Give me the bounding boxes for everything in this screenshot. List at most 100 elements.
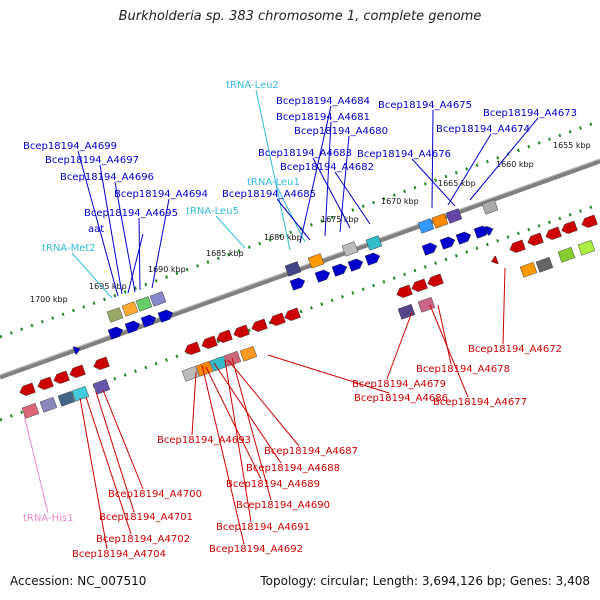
reverse-gene-label: Bcep18194_A4692 xyxy=(209,544,303,555)
gene-block xyxy=(121,301,139,317)
reverse-gene-arrow xyxy=(233,324,250,338)
tick-label: 1685 kbp xyxy=(206,249,244,258)
leader-line xyxy=(77,150,119,297)
leader-line xyxy=(386,311,413,380)
gene-shape xyxy=(417,218,435,234)
leader-line xyxy=(114,181,136,293)
leader-line xyxy=(231,357,272,501)
gene-shape xyxy=(53,370,70,384)
reverse-gene-arrow xyxy=(201,335,218,349)
forward-gene-label: Bcep18194_A4695 xyxy=(84,208,178,219)
forward-gene-label: tRNA-Leu2 xyxy=(226,80,279,91)
reverse-gene-label: Bcep18194_A4678 xyxy=(416,364,510,375)
reverse-gene-arrow xyxy=(93,356,110,370)
forward-gene-label: Bcep18194_A4676 xyxy=(357,149,451,160)
forward-gene-arrow xyxy=(289,277,306,291)
gene-shape xyxy=(209,355,228,372)
tick-label: 1690 kbp xyxy=(148,265,186,274)
tick-label: 1700 kbp xyxy=(30,295,68,304)
topology-text: Topology: circular; Length: 3,694,126 bp… xyxy=(260,574,590,588)
reverse-gene-label: Bcep18194_A4686 xyxy=(354,393,448,404)
gene-shape xyxy=(439,236,456,250)
forward-gene-label: tRNA-Leu5 xyxy=(186,206,239,217)
forward-gene-label: Bcep18194_A4681 xyxy=(276,112,370,123)
gene-shape xyxy=(307,253,325,269)
gene-shape xyxy=(233,324,250,338)
leader-line xyxy=(469,117,539,201)
leader-line xyxy=(334,171,371,225)
gene-shape xyxy=(107,326,124,340)
forward-gene-arrow xyxy=(364,252,381,266)
forward-gene-arrow xyxy=(107,326,124,340)
leader-line xyxy=(447,133,492,206)
gene-shape xyxy=(106,307,124,323)
gene-block xyxy=(365,235,383,251)
gene-shape xyxy=(289,277,306,291)
forward-gene-label: Bcep18194_A4694 xyxy=(114,189,208,200)
gene-shape xyxy=(491,255,499,265)
forward-gene-label: tRNA-Met2 xyxy=(42,243,96,254)
reverse-gene-arrow xyxy=(53,370,70,384)
gene-block xyxy=(21,402,40,419)
gene-shape xyxy=(331,263,348,277)
reverse-gene-arrow xyxy=(527,232,544,246)
leader-line xyxy=(437,304,452,365)
backbone-highlight xyxy=(0,158,600,376)
gene-block xyxy=(181,365,200,382)
gene-block xyxy=(481,199,499,215)
reverse-gene-arrow xyxy=(545,226,562,240)
gene-shape xyxy=(181,365,200,382)
gene-shape xyxy=(561,220,578,234)
gene-shape xyxy=(421,242,438,256)
gene-block xyxy=(284,261,302,277)
gene-shape xyxy=(364,252,381,266)
gene-block xyxy=(519,261,538,278)
reverse-gene-arrow xyxy=(37,376,54,390)
reverse-gene-arrow xyxy=(69,364,86,378)
forward-gene-arrow xyxy=(124,320,141,334)
gene-shape xyxy=(557,246,576,263)
gene-block xyxy=(417,218,435,234)
gene-shape xyxy=(69,364,86,378)
tick-label: 1695 kbp xyxy=(89,282,127,291)
gene-shape xyxy=(269,312,286,326)
reverse-gene-arrow xyxy=(284,307,301,321)
gene-shape xyxy=(121,301,139,317)
leader-line xyxy=(276,186,306,243)
forward-gene-arrow xyxy=(72,346,81,355)
gene-shape xyxy=(535,256,554,273)
reverse-gene-arrow xyxy=(491,255,499,265)
leader-line xyxy=(502,267,506,345)
leader-line xyxy=(267,354,390,394)
gene-shape xyxy=(445,208,463,224)
reverse-gene-label: Bcep18194_A4672 xyxy=(468,344,562,355)
leader-line xyxy=(138,217,141,291)
gene-block xyxy=(106,307,124,323)
leader-line xyxy=(95,391,135,513)
gene-shape xyxy=(140,314,157,328)
leader-line xyxy=(85,396,132,535)
tick-label: 1660 kbp xyxy=(496,160,534,169)
forward-gene-arrow xyxy=(439,236,456,250)
leader-line xyxy=(23,414,49,514)
reverse-gene-arrow xyxy=(269,312,286,326)
gene-shape xyxy=(92,378,111,395)
gene-block xyxy=(577,239,596,256)
forward-gene-arrow xyxy=(347,258,364,272)
reverse-gene-arrow xyxy=(509,239,526,253)
gene-block xyxy=(417,296,436,313)
forward-gene-label: Bcep18194_A4697 xyxy=(45,155,139,166)
reverse-gene-arrow xyxy=(411,278,428,292)
gene-shape xyxy=(93,356,110,370)
gene-shape xyxy=(527,232,544,246)
leader-line xyxy=(431,109,434,209)
gene-shape xyxy=(135,296,153,312)
gene-shape xyxy=(481,199,499,215)
forward-gene-label: Bcep18194_A4680 xyxy=(294,126,388,137)
reverse-gene-label: Bcep18194_A4689 xyxy=(226,479,320,490)
tick-label: 1665 kbp xyxy=(438,179,476,188)
map-title: Burkholderia sp. 383 chromosome 1, compl… xyxy=(118,9,482,24)
reverse-gene-arrow xyxy=(216,329,233,343)
leader-line xyxy=(224,359,252,523)
